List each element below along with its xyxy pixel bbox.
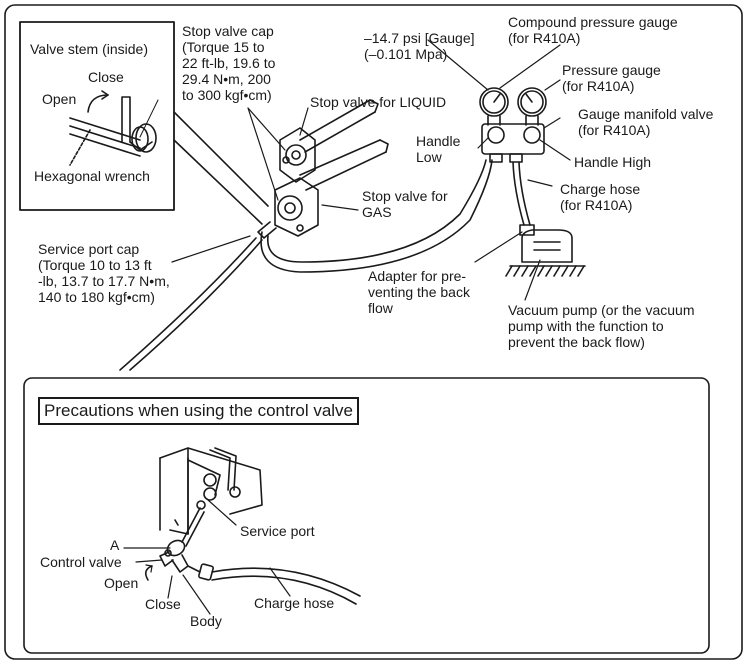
- close-label-top: Close: [88, 69, 124, 85]
- cap-leaders: [247, 107, 286, 201]
- precautions-panel: [23, 377, 710, 654]
- open-label-top: Open: [42, 91, 77, 107]
- stop-valve-assembly: [257, 99, 389, 239]
- open-label-bottom: Open: [104, 575, 139, 591]
- inset-leader-lines: [173, 111, 269, 225]
- handle-high-label: Handle High: [574, 154, 652, 170]
- stop-valve-liquid-label: Stop valve for LIQUID: [310, 94, 447, 110]
- charge-hose-top-label: Charge hose (for R410A): [560, 181, 641, 213]
- pressure-gauge-label: Pressure gauge (for R410A): [562, 62, 661, 94]
- service-port-cap-label: Service port cap (Torque 10 to 13 ft -lb…: [38, 241, 170, 305]
- control-valve-label: Control valve: [40, 554, 122, 570]
- precautions-title: Precautions when using the control valve: [38, 397, 360, 425]
- stop-valve-gas-label: Stop valve for GAS: [362, 188, 448, 220]
- vacuum-pump-icon: [505, 229, 586, 277]
- charge-hose-bottom-line: [187, 563, 361, 605]
- valve-handle-icon: [69, 96, 157, 157]
- psi-gauge-label: –14.7 psi [Gauge] (–0.101 Mpa): [364, 30, 475, 62]
- service-port-label: Service port: [240, 523, 315, 539]
- charge-hose-vacuum: [512, 161, 531, 226]
- low-side-hose: [260, 159, 493, 273]
- outer-frame: [4, 4, 743, 660]
- close-label-bottom: Close: [145, 596, 181, 612]
- stop-valve-cap-label: Stop valve cap (Torque 15 to 22 ft-lb, 1…: [182, 23, 276, 103]
- compound-gauge-icon: [479, 87, 509, 126]
- compound-gauge-label: Compound pressure gauge (for R410A): [508, 14, 678, 46]
- control-valve-icon: [159, 539, 189, 573]
- label-a: A: [110, 537, 120, 553]
- charge-hose-bottom-label: Charge hose: [254, 595, 335, 611]
- hex-wrench-label: Hexagonal wrench: [34, 168, 150, 184]
- service-port-cap-leader: [171, 235, 251, 263]
- manifold-valve-label: Gauge manifold valve (for R410A): [578, 106, 714, 138]
- outdoor-unit-detail: [159, 447, 263, 547]
- detail-callout-lines: [119, 237, 263, 371]
- handle-low-label: Handle Low: [416, 133, 461, 165]
- open-arrow: [87, 94, 109, 113]
- open-rotation-arrow: [144, 565, 153, 581]
- body-label: Body: [190, 613, 222, 629]
- valve-stem-inset: [19, 21, 175, 211]
- wrench-leader: [69, 129, 91, 166]
- valve-stem-label: Valve stem (inside): [30, 41, 149, 57]
- pressure-gauge-icon: [517, 87, 547, 126]
- gauge-manifold-icon: [481, 123, 545, 163]
- adapter-label: Adapter for pre- venting the back flow: [368, 268, 470, 316]
- vacuum-pump-label: Vacuum pump (or the vacuum pump with the…: [508, 302, 695, 350]
